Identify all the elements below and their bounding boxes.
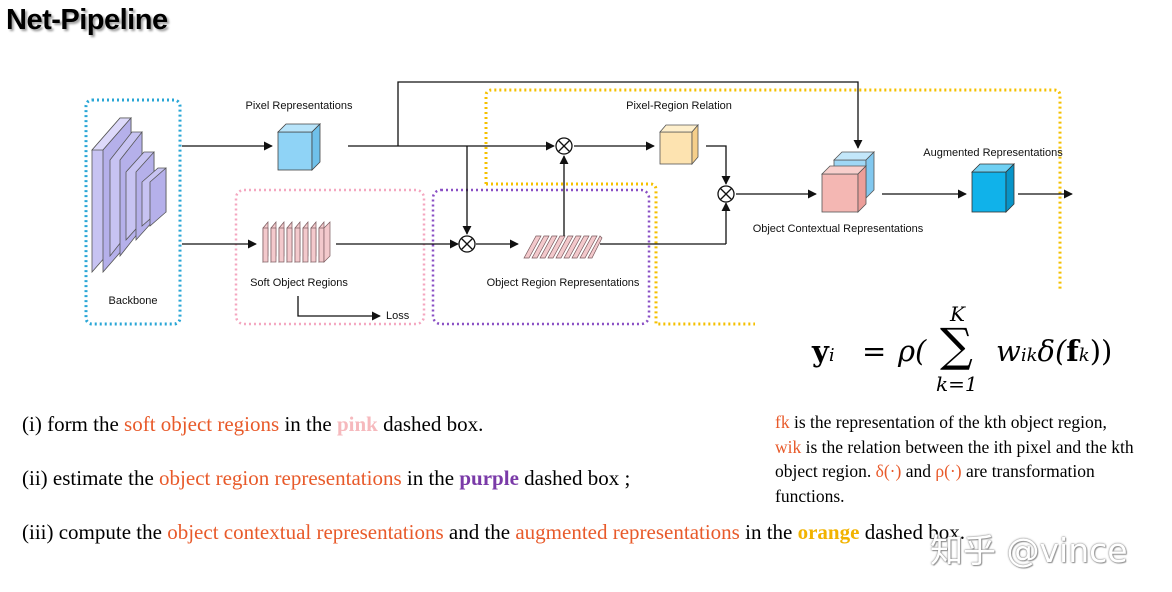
orange-dashed-box: [484, 88, 1062, 326]
text-run: and: [901, 461, 936, 481]
multiply-node-right: [717, 185, 735, 203]
text-run: fk: [775, 412, 790, 432]
text-run: dashed box ;: [518, 466, 631, 490]
backbone-label: Backbone: [109, 295, 158, 307]
text-run: pink: [336, 412, 378, 436]
equation-notes: fk is the representation of the kth obje…: [775, 410, 1167, 508]
backbone-layers: [91, 116, 167, 274]
text-run: orange: [797, 520, 860, 544]
text-run: (ii) estimate the: [22, 466, 160, 490]
soft-object-regions-stack: [262, 221, 331, 263]
soft-object-regions-label: Soft Object Regions: [250, 277, 348, 289]
augmented-representations-cube: [971, 163, 1015, 213]
text-run: is the representation of the kth object …: [789, 412, 1107, 432]
aggregation-equation: yi = ρ( K ∑ k=1 wikδ(fk)): [812, 302, 1113, 396]
text-run: soft object regions: [124, 412, 280, 436]
text-run: is the relation between the ith pixel an…: [775, 436, 1134, 482]
object-region-representations-stack: [523, 235, 603, 259]
watermark: 知乎 @vince: [930, 531, 1128, 570]
multiply-node-bottom: [458, 235, 476, 253]
object-region-representations-label: Object Region Representations: [487, 277, 640, 289]
text-run: wik: [775, 436, 802, 457]
step-1-text: (i) form the soft object regions in the …: [22, 412, 483, 437]
loss-label: Loss: [386, 310, 410, 322]
text-run: δ(·): [875, 461, 902, 481]
pixel-representations-cube: [277, 123, 321, 171]
note-line-2: wik is the relation between the ith pixe…: [775, 435, 1167, 509]
multiply-node-top: [555, 137, 573, 155]
text-run: (iii) compute the: [22, 520, 168, 544]
step-3-text: (iii) compute the object contextual repr…: [22, 520, 965, 545]
text-run: augmented representations: [515, 520, 740, 544]
backbone-dashed-box: [84, 98, 182, 326]
pink-dashed-box: [234, 188, 426, 326]
text-run: object region representations: [159, 466, 402, 490]
text-run: object contextual representations: [167, 520, 444, 544]
text-run: in the: [401, 466, 460, 490]
object-contextual-representations-cube: [821, 151, 875, 213]
pixel-representations-label: Pixel Representations: [245, 100, 353, 112]
pixel-region-relation-label: Pixel-Region Relation: [626, 100, 732, 112]
text-run: dashed box.: [377, 412, 484, 436]
pixel-region-relation-cube: [659, 123, 699, 166]
purple-dashed-box: [431, 188, 651, 326]
text-run: purple: [459, 466, 519, 490]
text-run: (i) form the: [22, 412, 125, 436]
note-line-1: fk is the representation of the kth obje…: [775, 410, 1167, 435]
text-run: ρ(·): [935, 461, 962, 481]
text-run: and the: [443, 520, 516, 544]
step-2-text: (ii) estimate the object region represen…: [22, 466, 630, 491]
connection-lines: [182, 81, 1073, 249]
text-run: in the: [279, 412, 337, 436]
text-run: are transformation functions.: [775, 461, 1095, 506]
text-run: dashed box.: [859, 520, 966, 544]
page-title: Net-Pipeline: [6, 4, 168, 36]
object-contextual-representations-label: Object Contextual Representations: [753, 223, 924, 235]
loss-arrow: [297, 296, 381, 321]
text-run: in the: [739, 520, 798, 544]
augmented-representations-label: Augmented Representations: [923, 147, 1063, 159]
pipeline-diagram: Backbone Pixel Representations Soft Obje…: [84, 81, 1073, 326]
